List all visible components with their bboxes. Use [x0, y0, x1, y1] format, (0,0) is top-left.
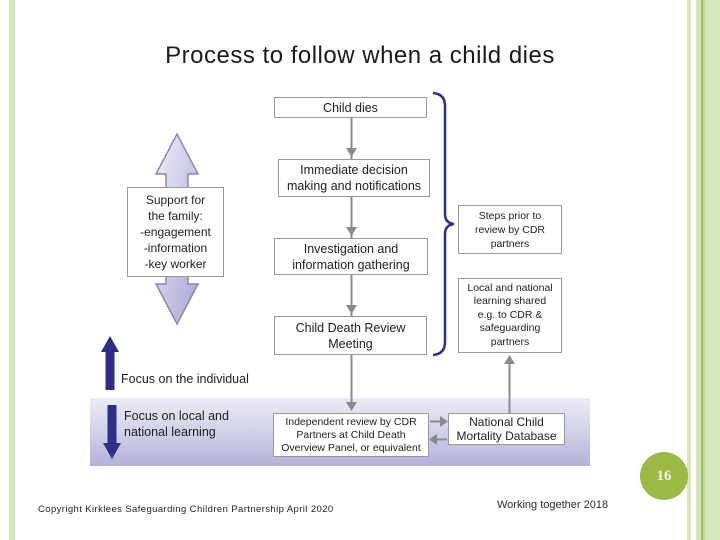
arrowhead-to-immediate: [346, 148, 357, 157]
arrowhead-to-cdr-meeting: [346, 305, 357, 314]
box-child-death-review-meeting-label: Child Death Review Meeting: [295, 320, 406, 351]
page-number: 16: [656, 467, 672, 484]
slide-title: Process to follow when a child dies: [165, 42, 555, 69]
up-arrow-icon: [101, 336, 119, 390]
box-national-child-mortality-database-label: National Child Mortality Database: [456, 415, 557, 443]
box-investigation: Investigation and information gathering: [274, 238, 428, 275]
arrowhead-up-to-learning: [504, 355, 515, 364]
box-independent-review-label: Independent review by CDR Partners at Ch…: [281, 415, 421, 454]
focus-individual-label: Focus on the individual: [121, 372, 249, 386]
right-edge-stripe-thin: [687, 0, 691, 540]
box-independent-review: Independent review by CDR Partners at Ch…: [273, 413, 429, 457]
right-edge-stripe-dark-line: [701, 0, 703, 540]
bracket-icon: [432, 91, 455, 357]
box-support-for-family-label: Support for the family: -engagement -inf…: [140, 193, 211, 271]
box-steps-prior-to-review-label: Steps prior to review by CDR partners: [474, 209, 545, 250]
box-immediate-decision-label: Immediate decision making and notificati…: [286, 163, 422, 193]
box-local-national-learning: Local and national learning shared e.g. …: [458, 278, 562, 353]
box-investigation-label: Investigation and information gathering: [292, 241, 410, 272]
box-child-dies-label: Child dies: [323, 100, 378, 115]
page-number-badge: 16: [640, 452, 688, 500]
working-together-text: Working together 2018: [497, 499, 609, 511]
right-edge-stripe-band: [696, 0, 720, 540]
box-local-national-learning-label: Local and national learning shared e.g. …: [467, 281, 553, 348]
box-support-for-family: Support for the family: -engagement -inf…: [127, 187, 224, 277]
focus-local-label: Focus on local and national learning: [124, 409, 229, 439]
box-national-child-mortality-database: National Child Mortality Database: [448, 413, 565, 445]
arrowhead-left-to-review: [429, 434, 437, 445]
left-edge-stripe: [9, 0, 15, 540]
box-child-dies: Child dies: [274, 97, 427, 118]
copyright-text: Copyright Kirklees Safeguarding Children…: [38, 504, 334, 515]
arrowhead-to-independent-review: [346, 402, 357, 411]
arrowhead-to-investigation: [346, 227, 357, 236]
right-edge-stripe-medium-line: [703, 0, 705, 540]
down-arrow-icon: [103, 405, 121, 459]
arrowhead-right-to-ncmd: [440, 416, 448, 427]
box-immediate-decision: Immediate decision making and notificati…: [278, 159, 430, 197]
box-steps-prior-to-review: Steps prior to review by CDR partners: [458, 205, 562, 254]
box-child-death-review-meeting: Child Death Review Meeting: [274, 316, 427, 355]
